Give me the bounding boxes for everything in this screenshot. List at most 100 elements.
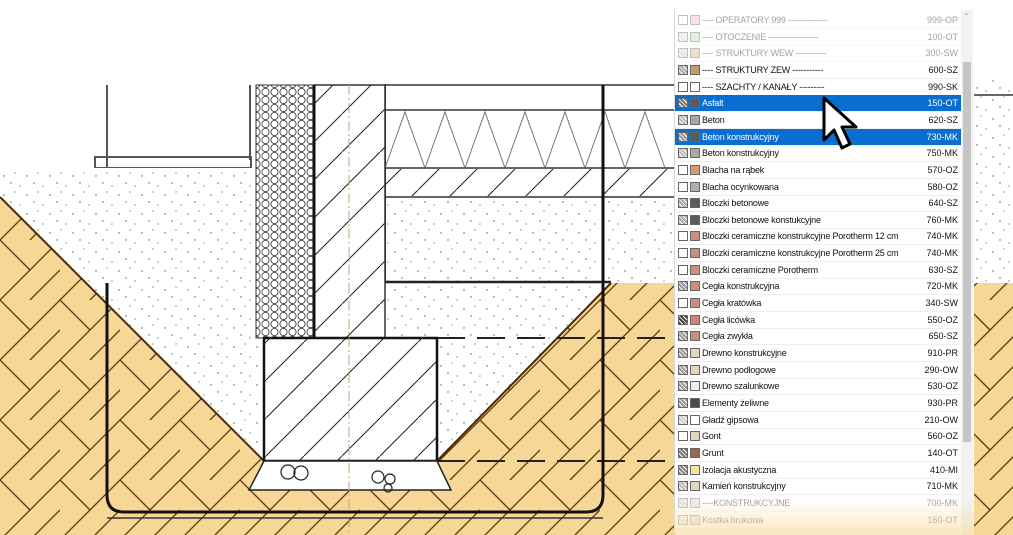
material-code: 530-OZ — [927, 381, 958, 392]
material-code: 740-MK — [926, 231, 958, 242]
hatch-swatch-icon — [678, 81, 688, 92]
material-name: Bloczki betonowe konstukcyjne — [702, 214, 821, 225]
material-code: 580-OZ — [927, 181, 958, 192]
scrollbar[interactable]: ⌃ — [961, 10, 973, 535]
material-list-item[interactable]: Blacha na rąbek 570-OZ — [675, 162, 961, 179]
material-list-item[interactable]: ---- SZACHTY / KANAŁY --------- 990-SK — [675, 79, 961, 96]
material-code: 210-OW — [924, 414, 958, 425]
material-name: ----KONSTRUKCYJNE — [702, 497, 791, 508]
hatch-swatch-icon — [678, 164, 688, 175]
material-name: Bloczki betonowe — [702, 198, 769, 209]
color-swatch-icon — [690, 81, 700, 92]
material-name: Bloczki ceramiczne Porotherm — [702, 264, 818, 275]
hatch-swatch-icon — [678, 114, 688, 125]
material-name: Bloczki ceramiczne konstrukcyjne Porothe… — [702, 231, 899, 242]
material-dropdown-list[interactable]: ---- OPERATORY 999 --------------999-OP-… — [674, 10, 974, 535]
hatch-swatch-icon — [678, 314, 688, 325]
color-swatch-icon — [690, 364, 700, 375]
hatch-swatch-icon — [678, 214, 688, 225]
material-name: Beton konstrukcyjny — [702, 131, 779, 142]
material-list-item[interactable]: ---- OPERATORY 999 --------------999-OP — [675, 12, 961, 29]
color-swatch-icon — [690, 15, 700, 25]
hatch-swatch-icon — [678, 397, 688, 408]
material-code: 140-OT — [927, 447, 958, 458]
material-code: 620-SZ — [928, 114, 958, 125]
scroll-up-icon[interactable]: ⌃ — [963, 12, 970, 21]
hatch-swatch-icon — [678, 348, 688, 358]
material-name: ---- OTOCZENIE ------------------ — [702, 31, 819, 42]
footing — [262, 336, 439, 463]
soil-left — [0, 197, 264, 535]
material-name: Izolacja akustyczna — [702, 464, 777, 475]
material-name: Drewno podłogowe — [702, 364, 776, 375]
material-list-item[interactable]: Gładź gipsowa 210-OW — [675, 412, 961, 429]
hatch-swatch-icon — [678, 64, 688, 75]
hatch-swatch-icon — [678, 381, 688, 392]
hatch-swatch-icon — [678, 281, 688, 292]
hatch-swatch-icon — [678, 497, 688, 508]
color-swatch-icon — [690, 164, 700, 175]
color-swatch-icon — [690, 514, 700, 525]
material-list-item[interactable]: ---- STRUKTURY WEW -----------300-SW — [675, 45, 961, 63]
material-list-item[interactable]: Bloczki ceramiczne konstrukcyjne Porothe… — [675, 245, 961, 263]
material-name: Blacha na rąbek — [702, 164, 765, 175]
material-name: ---- STRUKTURY ZEW ----------- — [702, 64, 824, 75]
material-list-item[interactable]: Grunt 140-OT — [675, 445, 961, 462]
material-list-item[interactable]: Asfalt 150-OT — [675, 95, 961, 113]
material-code: 990-SK — [927, 81, 958, 92]
material-code: 650-SZ — [928, 331, 958, 342]
color-swatch-icon — [690, 48, 700, 59]
color-swatch-icon — [690, 98, 700, 109]
material-list-item[interactable]: ---- STRUKTURY ZEW -----------600-SZ — [675, 62, 961, 79]
material-name: Cegła konstrukcyjna — [702, 281, 780, 292]
color-swatch-icon — [690, 464, 700, 475]
material-name: ---- SZACHTY / KANAŁY --------- — [702, 81, 825, 92]
hatch-swatch-icon — [678, 414, 688, 425]
hatch-swatch-icon — [678, 148, 688, 159]
material-list-item[interactable]: ---- OTOCZENIE ------------------ 100-OT — [675, 29, 961, 46]
color-swatch-icon — [690, 198, 700, 209]
material-list-item[interactable]: Drewno szalunkowe 530-OZ — [675, 378, 961, 396]
material-code: 720-MK — [926, 281, 958, 292]
material-code: 150-OT — [927, 98, 958, 109]
material-list-item[interactable]: Bloczki ceramiczne konstrukcyjne Porothe… — [675, 228, 961, 246]
material-code: 100-OT — [927, 31, 958, 42]
scrollbar-thumb[interactable] — [963, 62, 971, 442]
material-name: Grunt — [702, 447, 724, 458]
hatch-swatch-icon — [678, 98, 688, 109]
hatch-swatch-icon — [678, 331, 688, 342]
hatch-swatch-icon — [678, 231, 688, 242]
hatch-swatch-icon — [678, 447, 688, 458]
material-name: Drewno szalunkowe — [702, 381, 780, 392]
color-swatch-icon — [690, 481, 700, 492]
material-name: Gładź gipsowa — [702, 414, 759, 425]
material-code: 710-MK — [926, 481, 958, 492]
material-name: Drewno konstrukcyjne — [702, 348, 787, 358]
hatch-swatch-icon — [678, 364, 688, 375]
material-code: 570-OZ — [927, 164, 958, 175]
material-name: Asfalt — [702, 98, 724, 109]
hatch-swatch-icon — [678, 48, 688, 59]
color-swatch-icon — [690, 348, 700, 358]
gravel-base — [247, 460, 453, 491]
hatch-swatch-icon — [678, 15, 688, 25]
material-list-item[interactable]: Cegła konstrukcyjna 720-MK — [675, 278, 961, 296]
